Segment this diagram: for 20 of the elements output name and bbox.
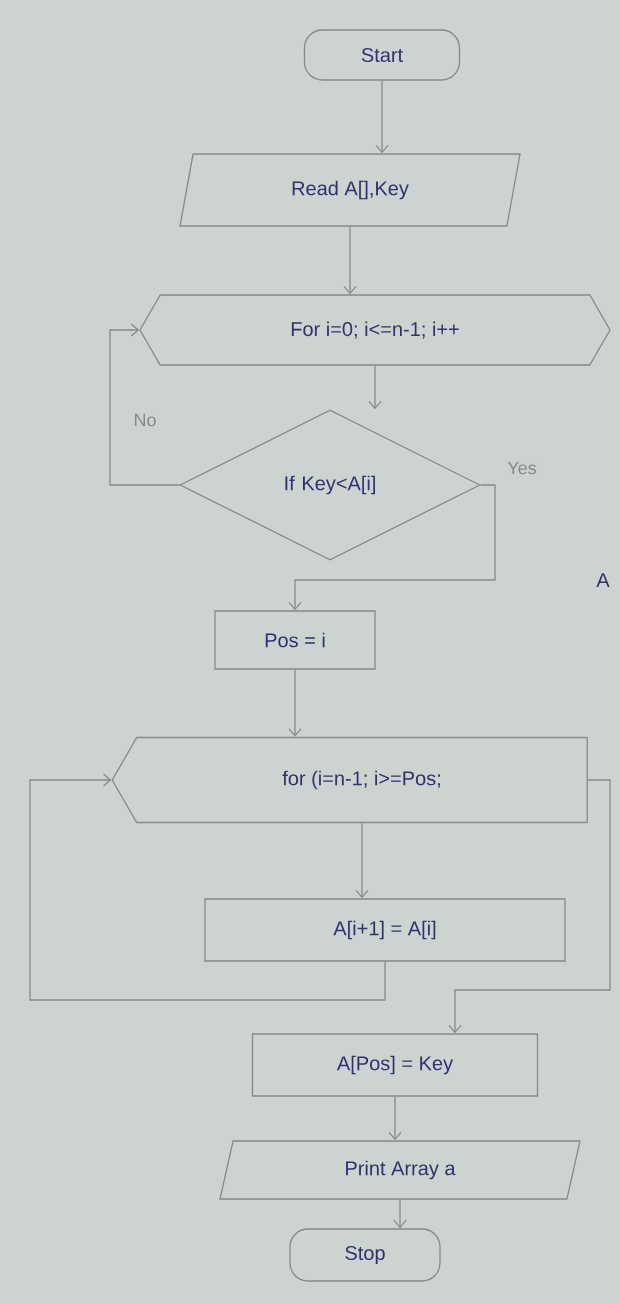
io-parallelogram: Print Array a [219,1140,581,1200]
terminal-box: Start [303,29,461,81]
arrow [368,365,382,410]
arrow [388,1096,402,1141]
process-box: A[Pos] = Key [251,1033,539,1097]
arrow [448,779,611,1034]
arrow [343,226,357,295]
process-box: A[i+1] = A[i] [204,898,566,962]
arrow [29,773,386,1001]
arrow [288,669,302,737]
loop-hexagon: For i=0; i<=n-1; i++ [139,294,611,366]
terminal-box: Stop [289,1228,441,1282]
arrow [288,484,496,611]
arrow [109,323,180,486]
arrow [393,1199,407,1229]
arrow [375,80,389,154]
process-box: Pos = i [214,610,376,670]
margin-text: A [596,573,610,587]
arrow [355,822,369,899]
io-parallelogram: Read A[],Key [179,153,521,227]
